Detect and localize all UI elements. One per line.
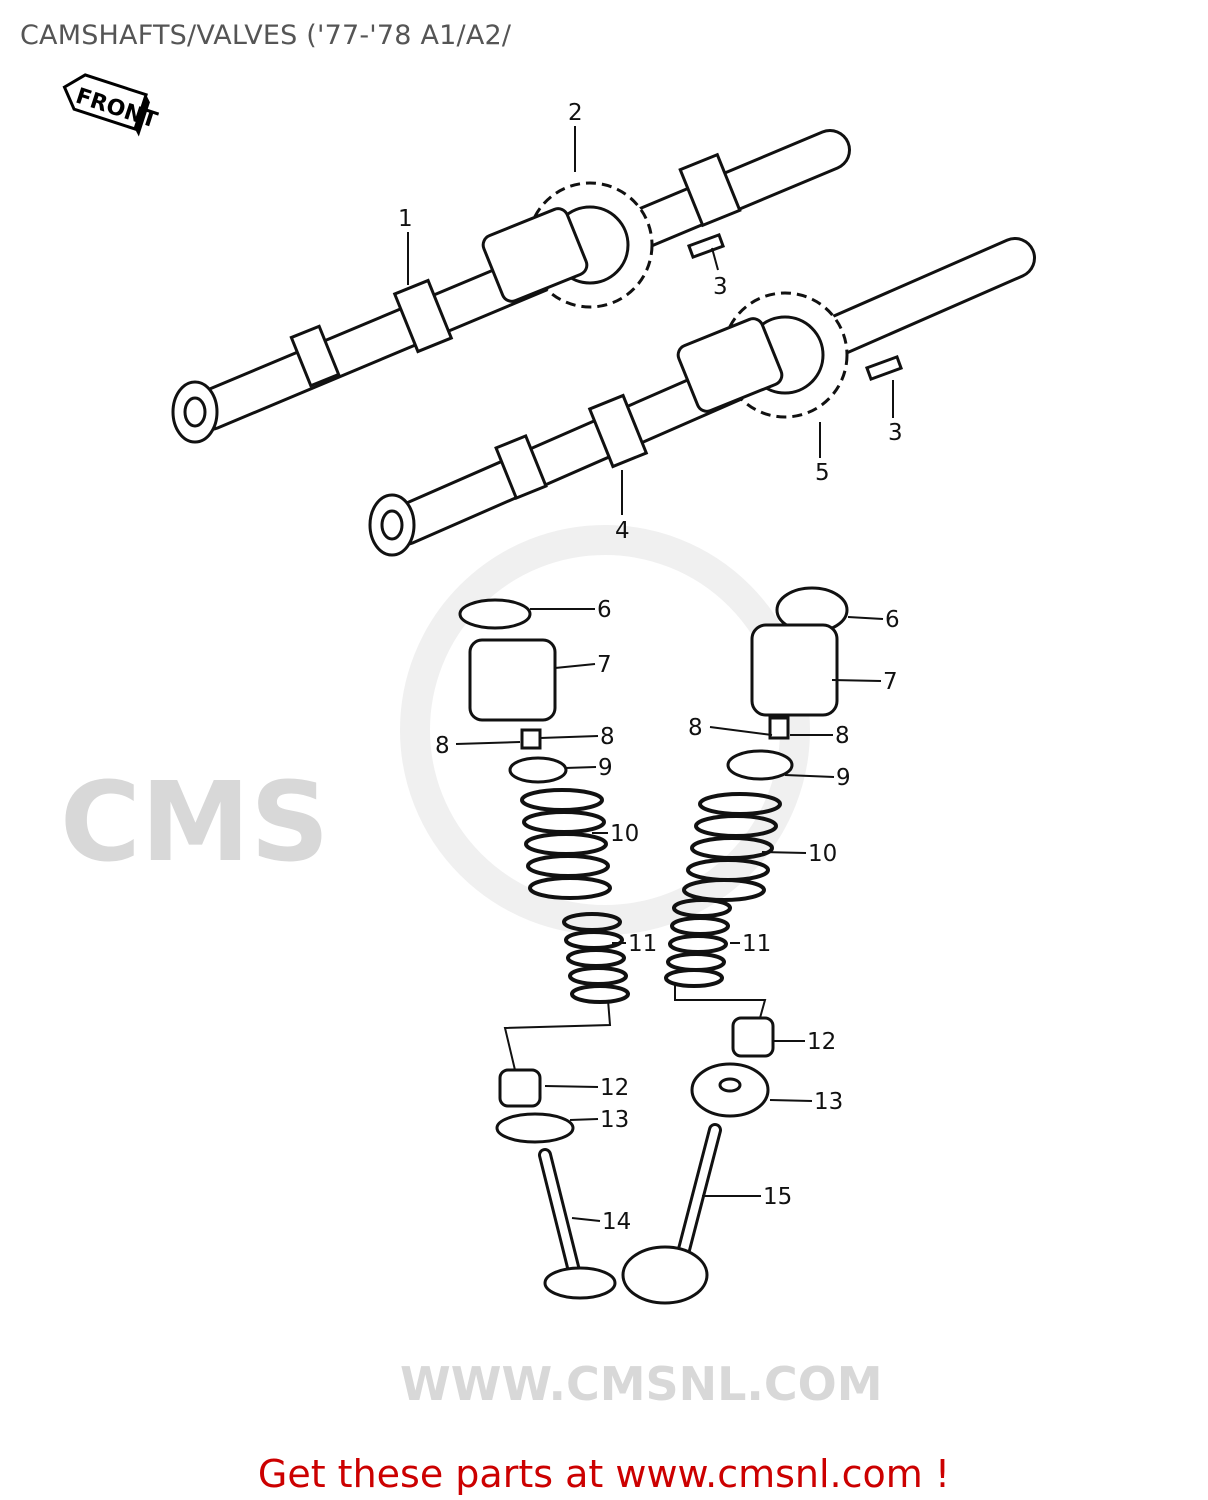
callout-15: 15 (763, 1184, 792, 1210)
footer-banner: Get these parts at www.cmsnl.com ! (0, 1452, 1208, 1496)
callout-9: 9 (836, 765, 851, 791)
callout-4: 4 (615, 518, 630, 544)
callout-1: 1 (398, 206, 413, 232)
callout-7: 7 (883, 669, 898, 695)
leader-line (711, 247, 719, 271)
leader-line (709, 726, 773, 736)
callout-8: 8 (688, 715, 703, 741)
footer-link[interactable]: Get these parts at www.cmsnl.com ! (257, 1452, 951, 1496)
page-title: CAMSHAFTS/VALVES ('77-'78 A1/A2/ (20, 20, 512, 51)
leader-line (569, 1118, 599, 1121)
camshaft-4 (368, 237, 1036, 557)
leader-line (564, 766, 597, 769)
leader-line (831, 679, 882, 682)
camshaft-1 (171, 129, 851, 444)
callout-12: 12 (600, 1075, 629, 1101)
callout-11: 11 (742, 931, 771, 957)
watermark-url: WWW.CMSNL.COM (400, 1357, 883, 1411)
callout-8: 8 (600, 724, 615, 750)
callout-11: 11 (628, 931, 657, 957)
leader-line (544, 1085, 599, 1088)
callout-10: 10 (808, 841, 837, 867)
front-arrow-icon: FRONT (62, 73, 160, 137)
valve-assembly-left (458, 598, 630, 1300)
leader-line (554, 663, 596, 669)
watermark: CMS WWW.CMSNL.COM (60, 525, 883, 1411)
bolt-3 (686, 232, 726, 260)
callout-14: 14 (602, 1209, 631, 1235)
callout-8: 8 (435, 733, 450, 759)
callout-2: 2 (568, 100, 583, 126)
callout-9: 9 (598, 755, 613, 781)
callout-12: 12 (807, 1029, 836, 1055)
callout-6: 6 (885, 607, 900, 633)
leader-line (769, 1099, 813, 1102)
leader-line (761, 851, 807, 854)
leader-line (847, 616, 884, 620)
callout-13: 13 (814, 1089, 843, 1115)
callout-5: 5 (815, 460, 830, 486)
watermark-logo: CMS (60, 758, 329, 886)
callout-13: 13 (600, 1107, 629, 1133)
leader-line (455, 741, 521, 745)
leader-line (784, 774, 835, 778)
callout-6: 6 (597, 597, 612, 623)
callout-3: 3 (888, 420, 903, 446)
callout-8: 8 (835, 723, 850, 749)
callout-10: 10 (610, 821, 639, 847)
valve-assembly-right (621, 586, 849, 1305)
leader-line (571, 1217, 601, 1222)
bolt-3 (864, 354, 904, 382)
callout-7: 7 (597, 652, 612, 678)
callout-3: 3 (713, 274, 728, 300)
leader-line (539, 735, 599, 739)
